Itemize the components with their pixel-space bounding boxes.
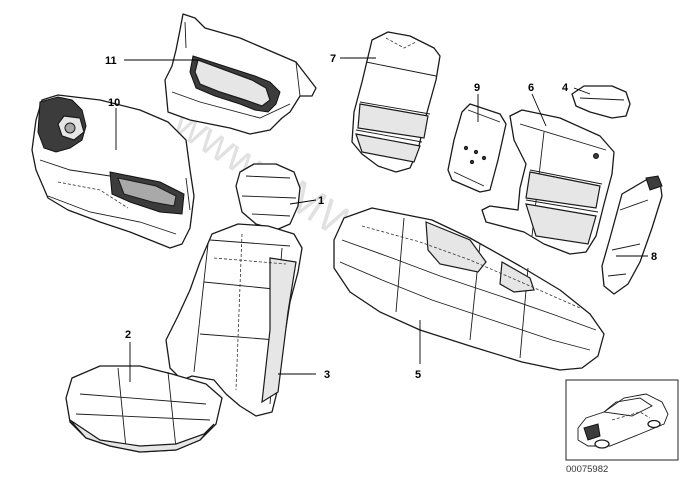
part-6-rear-backrest-right[interactable] [481, 109, 615, 255]
part-7-rear-backrest-left[interactable] [351, 31, 441, 173]
part-5-rear-seat-cushion[interactable] [333, 207, 605, 371]
part-10-door-trim[interactable] [31, 94, 195, 249]
leader-line-4 [573, 87, 591, 95]
callout-10: 10 [108, 97, 120, 109]
part-3-front-backrest[interactable] [165, 223, 303, 417]
callout-11: 11 [105, 55, 117, 67]
callout-7: 7 [330, 53, 336, 65]
callout-4: 4 [562, 82, 569, 94]
callout-2: 2 [125, 329, 131, 341]
part-11-rear-side-trim[interactable] [164, 13, 317, 135]
callout-6: 6 [528, 82, 534, 94]
callout-5: 5 [415, 369, 421, 381]
leader-line-6 [531, 93, 547, 127]
callout-9: 9 [474, 82, 480, 94]
car-thumbnail-icon [577, 393, 669, 449]
leader-lines [115, 57, 648, 382]
leader-line-1 [289, 199, 317, 205]
part-2-front-seat-cushion[interactable] [65, 365, 223, 453]
callout-1: 1 [318, 195, 324, 207]
part-9-bracket-panel[interactable] [447, 103, 507, 193]
part-8-side-bolster[interactable] [601, 175, 663, 295]
car-inset-thumbnail [565, 379, 679, 461]
callout-3: 3 [324, 369, 330, 381]
car-inset-frame [565, 379, 679, 461]
reference-number: 00075982 [566, 464, 608, 475]
callout-8: 8 [651, 251, 657, 263]
part-4-rear-headrest[interactable] [571, 85, 631, 119]
part-1-front-headrest[interactable] [235, 163, 301, 231]
